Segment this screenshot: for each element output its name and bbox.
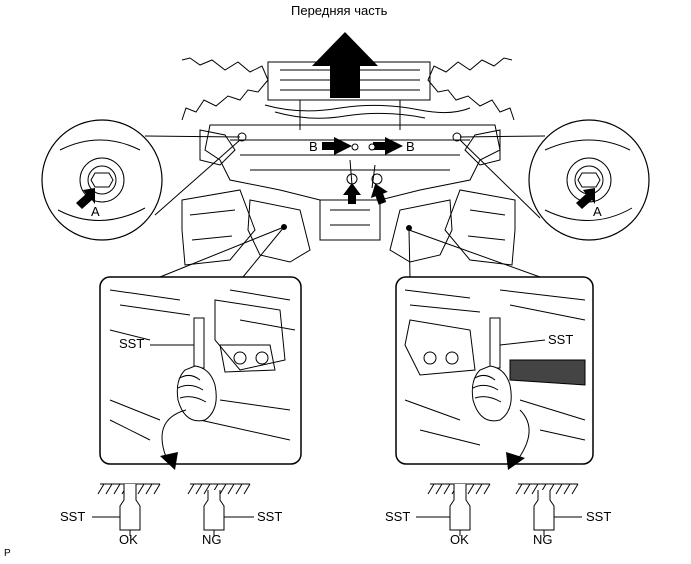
bolt-pointer-arrows [343,183,388,205]
right-a-arrow-icon [576,188,595,209]
ng-label-left: NG [202,532,222,547]
gauge-diagram-ok-left [92,483,161,536]
sst-label-gauge-4: SST [586,509,612,524]
title-label: Передняя часть [291,3,388,18]
gauge-diagram-ng-left [187,483,254,536]
page-mark: P [4,548,11,559]
right-detail-inset [459,119,650,241]
left-detail-inset [41,119,241,241]
a-label-left: A [91,204,100,219]
ok-label-left: OK [119,532,138,547]
sst-label-right-inset: SST [548,332,574,347]
sst-label-left-inset: SST [119,336,145,351]
gauge-diagram-ok-right [416,483,491,536]
right-sst-inset [395,225,594,465]
sst-label-gauge-1: SST [60,509,86,524]
right-rotation-arrow-icon [506,452,525,470]
a-label-right: A [593,204,602,219]
forward-arrow-icon [312,32,378,98]
left-rotation-arrow-icon [160,452,178,470]
b-pointer-arrows [322,137,403,155]
ok-label-right: OK [450,532,469,547]
left-a-arrow-icon [76,188,95,209]
sst-label-gauge-3: SST [385,509,411,524]
b-label-left: B [309,139,318,154]
sst-label-gauge-2: SST [257,509,283,524]
ng-label-right: NG [533,532,553,547]
b-label-right: B [406,139,415,154]
gauge-diagram-ng-right [515,483,582,536]
left-sst-inset [99,224,302,465]
